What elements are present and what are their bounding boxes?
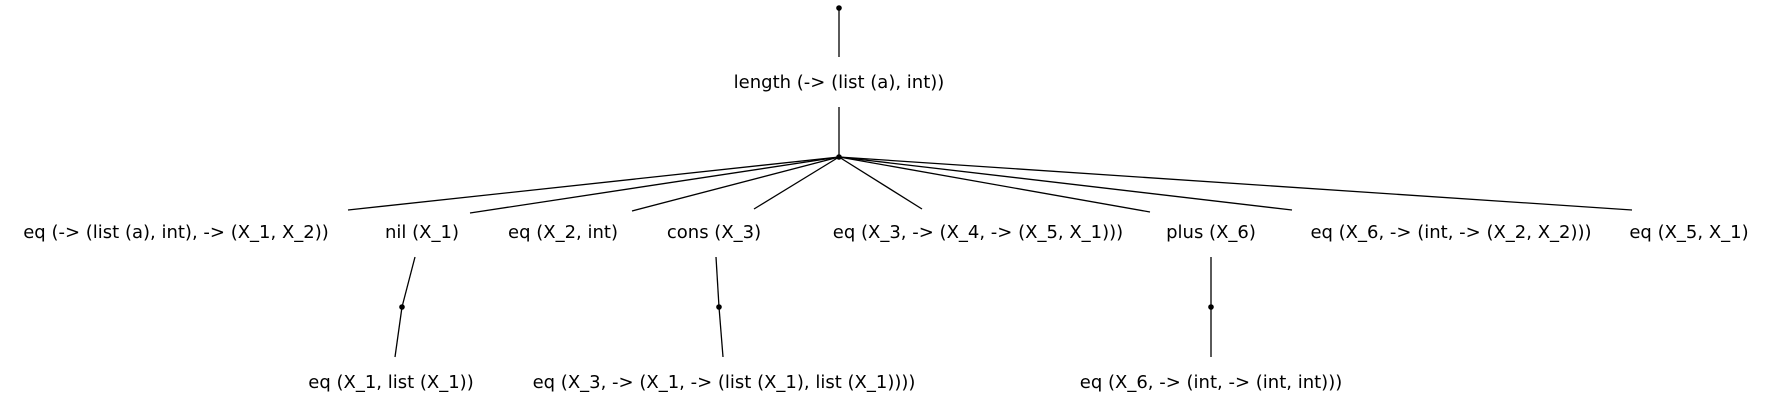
child-node-label-c1: eq (-> (list (a), int), -> (X_1, X_2)) [23, 222, 329, 243]
edge-hub-to-c8 [838, 156, 1633, 211]
edge-c4-to-dot [715, 256, 720, 308]
leaf-node-label-g3: eq (X_6, -> (int, -> (int, int))) [1080, 372, 1342, 393]
edge-hub-to-c4 [753, 156, 840, 210]
child-node-label-c4: cons (X_3) [667, 222, 761, 243]
top-junction-dot [836, 5, 842, 11]
leaf-node-label-g2: eq (X_3, -> (X_1, -> (list (X_1), list (… [533, 372, 916, 393]
edge-hub-to-c2 [469, 156, 840, 214]
child-node-label-c6: plus (X_6) [1166, 222, 1256, 243]
child-node-label-c8: eq (X_5, X_1) [1629, 222, 1748, 243]
edge-hub-to-c5 [838, 156, 923, 210]
edge-c2-to-dot [401, 256, 416, 308]
child-node-label-c2: nil (X_1) [385, 222, 459, 243]
child-node-label-c5: eq (X_3, -> (X_4, -> (X_5, X_1))) [833, 222, 1123, 243]
child-node-label-c7: eq (X_6, -> (int, -> (X_2, X_2))) [1310, 222, 1591, 243]
edge-hub-to-c6 [838, 156, 1151, 213]
edge-dot-to-g1 [394, 306, 403, 358]
edge-hub-to-c1 [347, 156, 840, 211]
edge-hub-to-c7 [838, 156, 1293, 211]
edge-hub-to-c3 [631, 156, 840, 212]
edge-dot-to-g2 [718, 306, 724, 358]
root-node-label: length (-> (list (a), int)) [734, 72, 945, 93]
child-node-label-c3: eq (X_2, int) [508, 222, 618, 243]
leaf-node-label-g1: eq (X_1, list (X_1)) [308, 372, 473, 393]
